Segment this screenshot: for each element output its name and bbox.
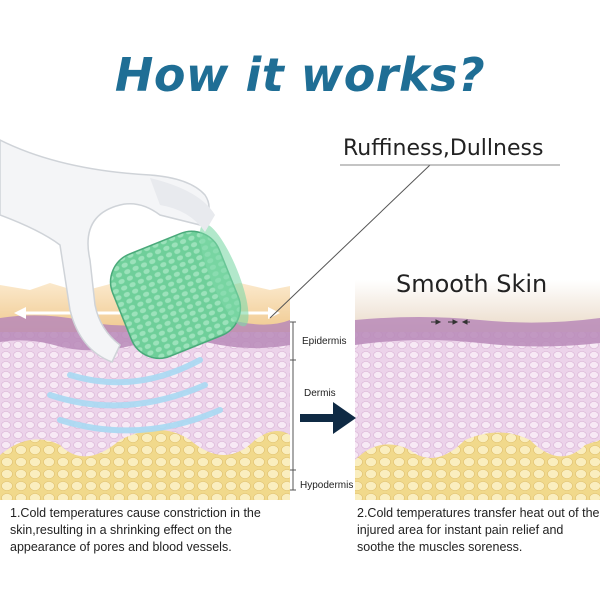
smooth-skin-block bbox=[355, 280, 600, 500]
before-label: Ruffiness,Dullness bbox=[343, 136, 544, 161]
leader-line bbox=[269, 164, 431, 319]
hypodermis-label: Hypodermis bbox=[300, 480, 354, 491]
page-title: How it works? bbox=[114, 48, 486, 102]
ice-roller-icon bbox=[0, 139, 249, 363]
dermis-label: Dermis bbox=[304, 388, 336, 399]
epidermis-label: Epidermis bbox=[302, 336, 347, 347]
after-label: Smooth Skin bbox=[396, 270, 548, 298]
compress-arrows-icon bbox=[431, 319, 470, 325]
caption-step-1: 1.Cold temperatures cause constriction i… bbox=[10, 506, 261, 554]
cold-wave-icon bbox=[47, 357, 223, 434]
layer-bracket bbox=[290, 321, 296, 491]
right-arrow-icon bbox=[300, 402, 356, 434]
caption-step-2: 2.Cold temperatures transfer heat out of… bbox=[357, 506, 600, 554]
